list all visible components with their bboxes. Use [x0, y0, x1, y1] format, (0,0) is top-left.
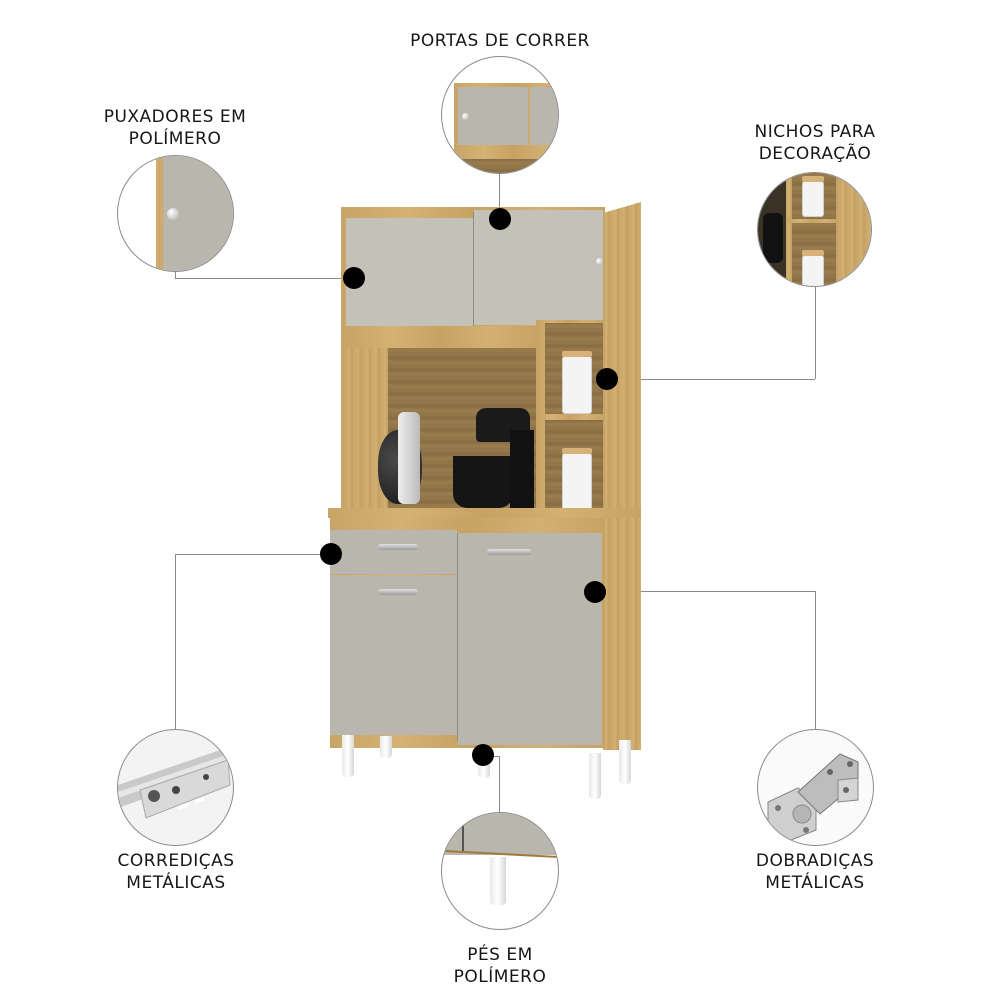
label-line: POLÍMERO: [453, 967, 547, 987]
label-corredicas-metalicas: CORREDIÇAS METÁLICAS: [96, 850, 256, 894]
sliding-door-left[interactable]: [346, 218, 473, 326]
connector-dobradicas-h: [605, 591, 815, 592]
cabinet-leg: [380, 736, 392, 758]
label-line: METÁLICAS: [765, 873, 865, 893]
lower-left-door-handle: [378, 589, 418, 595]
lower-right-door[interactable]: [458, 533, 602, 745]
label-pes-em-polimero: PÉS EM POLÍMERO: [420, 944, 580, 988]
connector-corredicas-v: [175, 554, 176, 730]
decor-jar: [562, 351, 592, 414]
label-line: PORTAS DE CORRER: [410, 31, 590, 51]
label-line: METÁLICAS: [126, 873, 226, 893]
lower-right-door-handle: [487, 549, 531, 555]
decor-jar: [562, 448, 592, 511]
drawer-handle: [378, 544, 418, 550]
cabinet-leg: [342, 735, 354, 777]
drawer-slide-icon: [118, 745, 233, 819]
detail-circle-pes: [441, 812, 559, 930]
connector-pes-v: [499, 756, 500, 812]
label-line: CORREDIÇAS: [117, 851, 235, 871]
label-line: PUXADORES EM: [103, 107, 247, 127]
label-portas-de-correr: PORTAS DE CORRER: [380, 30, 620, 52]
connector-dobradicas-v: [815, 591, 816, 729]
stand-mixer: [453, 456, 513, 508]
label-line: DECORAÇÃO: [758, 144, 872, 164]
callout-dot-pes[interactable]: [472, 744, 494, 766]
label-nichos-para-decoracao: NICHOS PARA DECORAÇÃO: [740, 121, 890, 165]
callout-dot-nichos[interactable]: [596, 368, 618, 390]
callout-dot-dobradicas[interactable]: [584, 581, 606, 603]
callout-dot-portas[interactable]: [489, 208, 511, 230]
drawer-front[interactable]: [330, 530, 457, 574]
lower-left-door[interactable]: [330, 575, 457, 735]
cabinet-leg: [619, 740, 631, 784]
cabinet-leg: [589, 753, 601, 799]
connector-portas: [499, 170, 500, 218]
connector-corredicas-h: [175, 554, 330, 555]
polymer-foot-icon: [490, 857, 506, 905]
countertop: [328, 508, 641, 518]
detail-circle-corredicas: [117, 729, 234, 846]
connector-nichos-h: [615, 379, 815, 380]
detail-circle-puxadores: [117, 155, 234, 272]
callout-dot-puxadores[interactable]: [343, 267, 365, 289]
label-dobradicas-metalicas: DOBRADIÇAS METÁLICAS: [735, 850, 895, 894]
callout-dot-corredicas[interactable]: [320, 543, 342, 565]
connector-nichos-v: [815, 287, 816, 379]
knob-closeup-icon: [156, 156, 163, 271]
detail-circle-dobradicas: [757, 729, 874, 846]
label-line: NICHOS PARA: [754, 122, 876, 142]
label-line: DOBRADIÇAS: [755, 851, 875, 871]
door-knob: [596, 258, 603, 265]
label-line: POLÍMERO: [128, 129, 222, 149]
label-puxadores-em-polimero: PUXADORES EM POLÍMERO: [90, 106, 260, 150]
label-line: PÉS EM: [467, 945, 533, 965]
detail-circle-portas-de-correr: [441, 56, 559, 174]
cabinet-side-panel: [603, 202, 641, 750]
connector-puxadores-h: [175, 278, 345, 279]
detail-circle-nichos: [757, 172, 872, 287]
hinge-icon: [767, 753, 859, 843]
